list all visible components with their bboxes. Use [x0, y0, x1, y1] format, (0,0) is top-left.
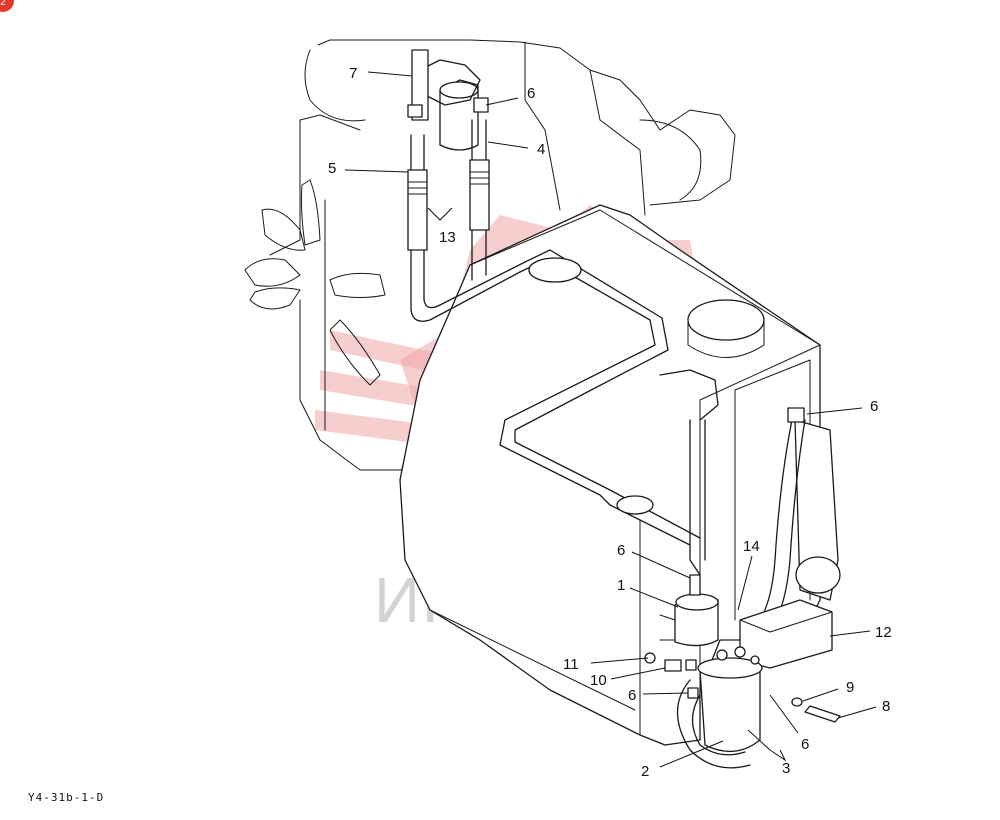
- upper-filter: [407, 49, 489, 151]
- hose-4: [469, 119, 490, 281]
- callout-1: 1: [617, 577, 625, 594]
- fuel-filter-1: [659, 574, 719, 647]
- reservoir-cap: [687, 299, 765, 358]
- side-canister: [794, 419, 841, 601]
- callout-6-top: 6: [527, 85, 535, 102]
- callout-7: 7: [349, 65, 357, 82]
- notification-badge: 2: [0, 0, 14, 12]
- leader-lines: [344, 71, 877, 768]
- hardware: [644, 652, 841, 723]
- sedimenter-2: [677, 646, 763, 769]
- callout-2: 2: [641, 763, 649, 780]
- diagram-code: Y4-31b-1-D: [28, 791, 104, 804]
- bracket-12: [739, 599, 833, 669]
- callout-8: 8: [882, 698, 890, 715]
- hose-5: [407, 134, 526, 322]
- fuel-line-upper: [499, 249, 719, 576]
- callout-12: 12: [875, 624, 892, 641]
- callout-9: 9: [846, 679, 854, 696]
- callout-5: 5: [328, 160, 336, 177]
- engine-outline: [269, 39, 736, 471]
- callout-labels: 7 6 4 5 13 6 6 14 1 12 11 10 6 9 8 6 2 3: [328, 65, 892, 780]
- callout-14: 14: [743, 538, 760, 555]
- callout-6-right: 6: [870, 398, 878, 415]
- callout-6-mid: 6: [617, 542, 625, 559]
- callout-3: 3: [782, 760, 790, 777]
- callout-10: 10: [590, 672, 607, 689]
- callout-13: 13: [439, 229, 456, 246]
- callout-6-low: 6: [628, 687, 636, 704]
- callout-11: 11: [563, 656, 579, 673]
- fan: [244, 179, 386, 386]
- callout-6-bottom: 6: [801, 736, 809, 753]
- callout-4: 4: [537, 141, 545, 158]
